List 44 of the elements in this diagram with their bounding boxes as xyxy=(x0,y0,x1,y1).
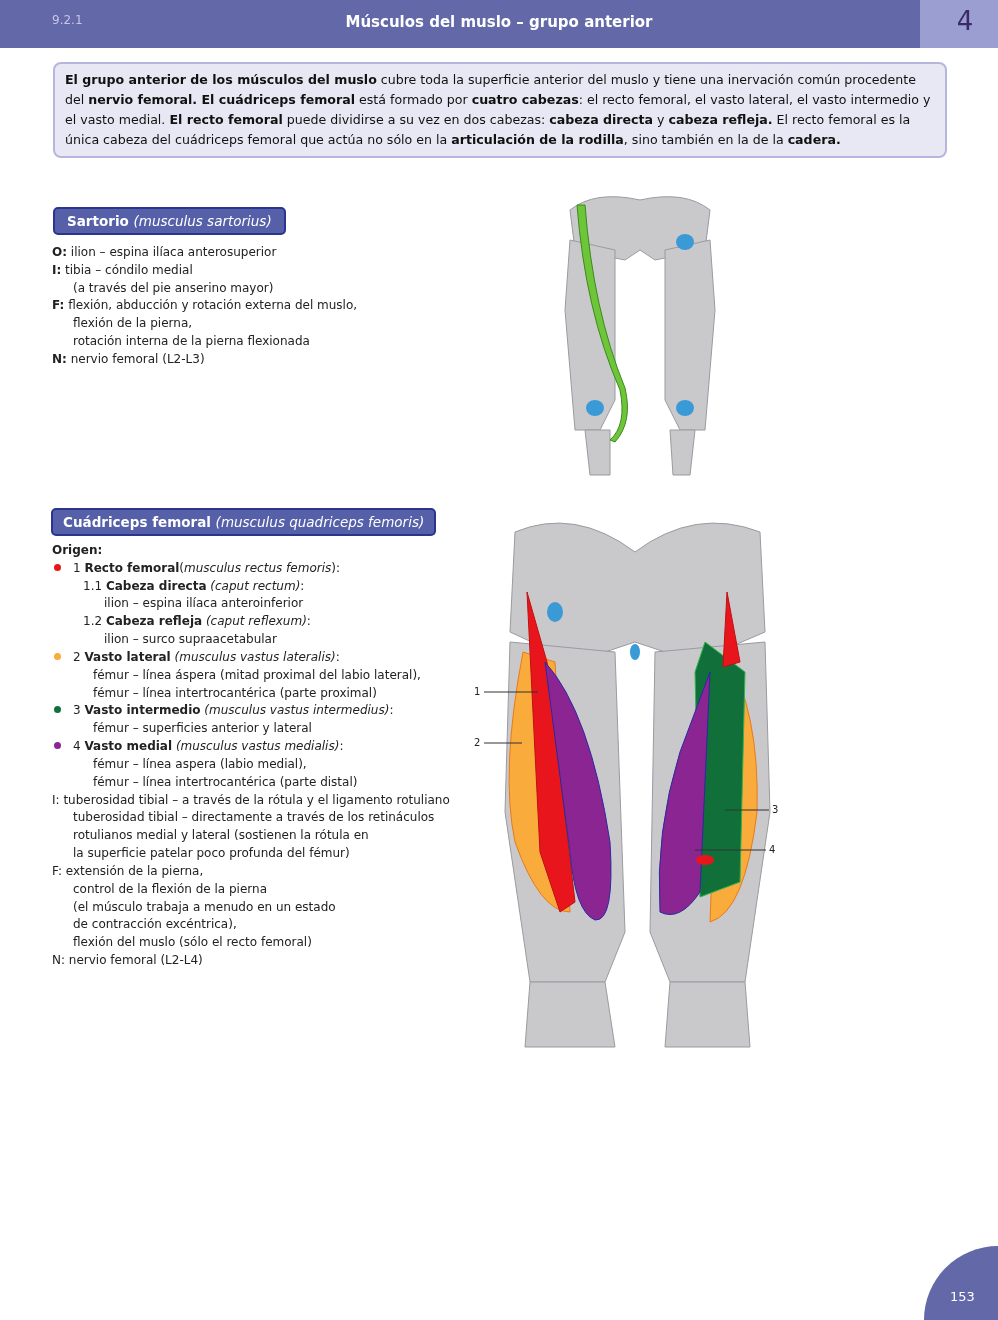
list-item-text: 2 Vasto lateral (musculus vastus lateralis): xyxy=(73,648,340,665)
page-title: Músculos del muslo – grupo anterior xyxy=(344,12,654,32)
callout-number: 2 xyxy=(474,736,481,750)
list-item-text: 1 Recto femoral(musculus rectus femoris): xyxy=(73,559,340,576)
chapter-number: 4 xyxy=(955,6,975,36)
list-item-text: la superficie patelar poco profunda del fémur) xyxy=(73,845,350,862)
callout-number: 4 xyxy=(769,843,776,857)
list-item-text: I: tuberosidad tibial – a través de la rótula y el ligamento rotuliano xyxy=(52,791,450,808)
list-item-text: fémur – línea intertrocantérica (parte distal) xyxy=(93,773,358,790)
list-item-text: fémur – línea áspera (mitad proximal del labio lateral), xyxy=(93,666,421,683)
section-heading: Sartorio (musculus sartorius) xyxy=(53,207,286,235)
list-item-text: ilion – espina ilíaca anteroinferior xyxy=(104,595,304,612)
list-item-text: N: nervio femoral (L2-L4) xyxy=(52,952,203,969)
callout-number: 1 xyxy=(474,685,481,699)
list-item-text: (a través del pie anserino mayor) xyxy=(73,279,274,296)
intro-text-panel: El grupo anterior de los músculos del muslo cubre toda la superficie anterior del muslo y tiene una inervación común procedente del nervio femoral. El cuádriceps femoral está formado por cuatro cabezas: el recto femoral, el vasto lateral, el vasto intermedio y el vasto medial. El recto femoral puede dividirse a su vez en dos cabezas: cabeza directa y cabeza refleja. El recto femoral es la única cabeza del cuádriceps femoral que actúa no sólo en la articulación de la rodilla, sino también en la de la cadera. xyxy=(53,62,947,158)
list-item-text: rotación interna de la pierna flexionada xyxy=(73,333,310,349)
list-item-text: 4 Vasto medial (musculus vastus medialis): xyxy=(73,738,344,755)
page-number: 153 xyxy=(950,1289,975,1304)
list-item-text: rotulianos medial y lateral (sostienen la rótula en xyxy=(73,827,369,844)
list-item-text: fémur – línea aspera (labio medial), xyxy=(93,755,307,772)
list-item-text: 1.1 Cabeza directa (caput rectum): xyxy=(83,577,305,594)
section-heading: Cuádriceps femoral (musculus quadriceps femoris) xyxy=(51,508,437,536)
list-item-text: flexión de la pierna, xyxy=(73,315,193,332)
callout-number: 3 xyxy=(772,803,779,817)
list-item-text: I: tibia – cóndilo medial xyxy=(52,261,193,278)
list-item-text: de contracción excéntrica), xyxy=(73,916,237,933)
leader-line xyxy=(724,809,770,811)
list-item-text: tuberosidad tibial – directamente a través de los retináculos xyxy=(73,809,435,826)
list-item-text: 1.2 Cabeza refleja (caput reflexum): xyxy=(83,613,311,630)
list-item-text: fémur – línea intertrocantérica (parte proximal) xyxy=(93,684,377,701)
leader-line xyxy=(483,742,523,744)
list-item-text: 3 Vasto intermedio (musculus vastus intermedius): xyxy=(73,702,394,719)
list-item-text: (el músculo trabaja a menudo en un estado xyxy=(73,898,336,915)
section-number: 9.2.1 xyxy=(52,13,83,27)
list-item-text: flexión del muslo (sólo el recto femoral) xyxy=(73,934,312,951)
list-item-text: control de la flexión de la pierna xyxy=(73,880,267,897)
list-item-text: F: extensión de la pierna, xyxy=(52,862,204,879)
list-item-text: N: nervio femoral (L2-L3) xyxy=(52,350,205,367)
list-item-text: F: flexión, abducción y rotación externa del muslo, xyxy=(52,297,358,314)
leader-line xyxy=(483,691,539,693)
list-item-text: ilion – surco supraacetabular xyxy=(104,631,277,648)
list-item-text: fémur – superficies anterior y lateral xyxy=(93,720,312,737)
list-item-text: O: ilion – espina ilíaca anterosuperior xyxy=(52,244,277,260)
